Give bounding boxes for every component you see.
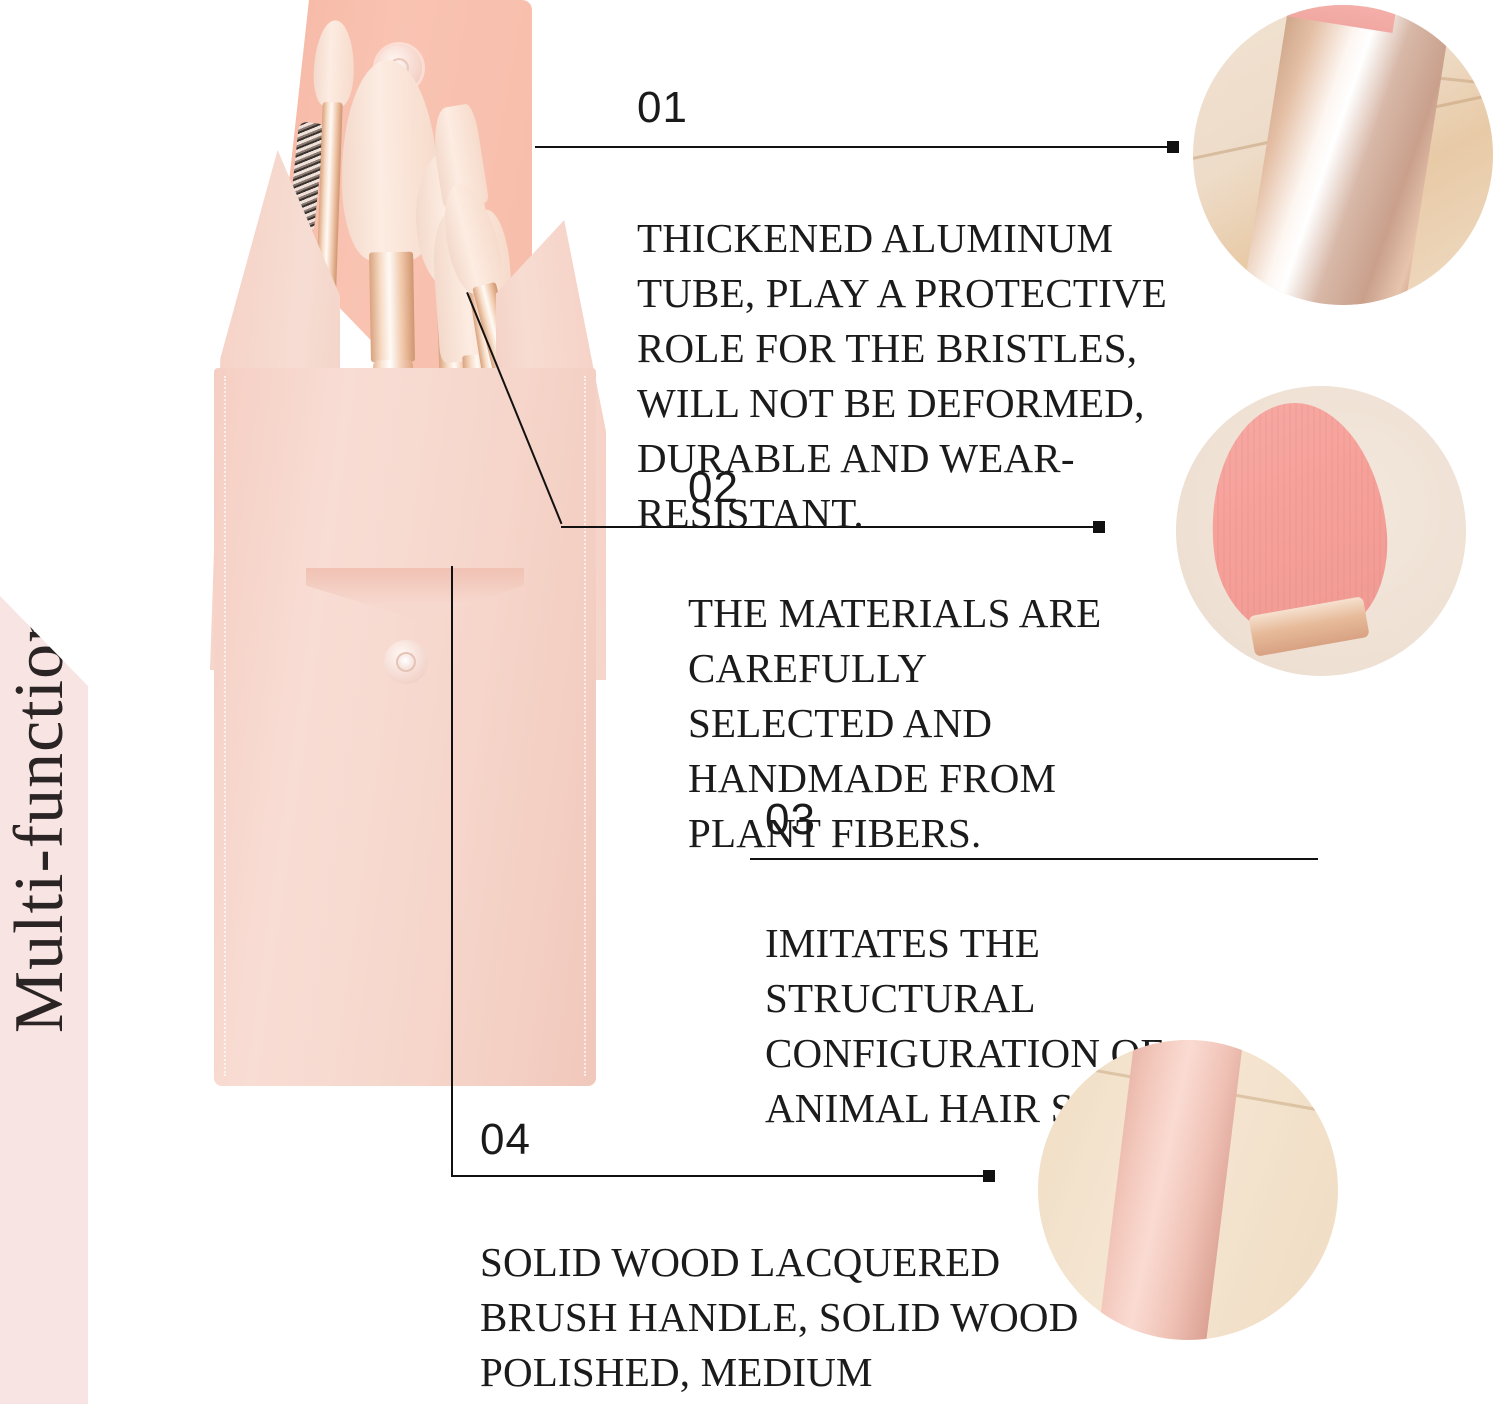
callout-03-number: 03 [765,795,816,844]
pouch-snap-button-icon [384,640,428,684]
callout-04-text: SOLID WOOD LACQUERED BRUSH HANDLE, SOLID… [480,1239,1079,1404]
callout-02-text: THE MATERIALS ARE CAREFULLY SELECTED AND… [688,590,1102,856]
pouch-body [214,368,596,1086]
leader-marker-04 [983,1170,995,1182]
callout-01: 01 THICKENED ALUMINUM TUBE, PLAY A PROTE… [637,86,1197,541]
leader-marker-01 [1167,141,1179,153]
callout-04: 04 SOLID WOOD LACQUERED BRUSH HANDLE, SO… [480,1118,1090,1404]
leader-line-03 [750,858,1318,860]
callout-01-text: THICKENED ALUMINUM TUBE, PLAY A PROTECTI… [637,215,1168,536]
detail-photo-brush-head [1176,386,1466,676]
leader-line-01 [535,146,1173,148]
leader-line-04 [451,1175,991,1177]
callout-02-number: 02 [688,463,739,512]
callout-04-number: 04 [480,1115,531,1164]
pouch-pocket-lip [306,568,524,620]
leader-line-02 [561,526,1103,528]
detail-photo-wooden-handle [1038,1040,1338,1340]
detail-photo-aluminum-tube [1193,5,1493,305]
side-banner-label: Multi-function [1,606,78,1034]
leader-line-04-vertical [451,566,453,1176]
callout-02: 02 THE MATERIALS ARE CAREFULLY SELECTED … [688,466,1118,861]
side-banner: Multi-function [0,596,88,1404]
product-photo [196,0,616,1086]
callout-01-number: 01 [637,83,688,132]
leader-marker-02 [1093,521,1105,533]
